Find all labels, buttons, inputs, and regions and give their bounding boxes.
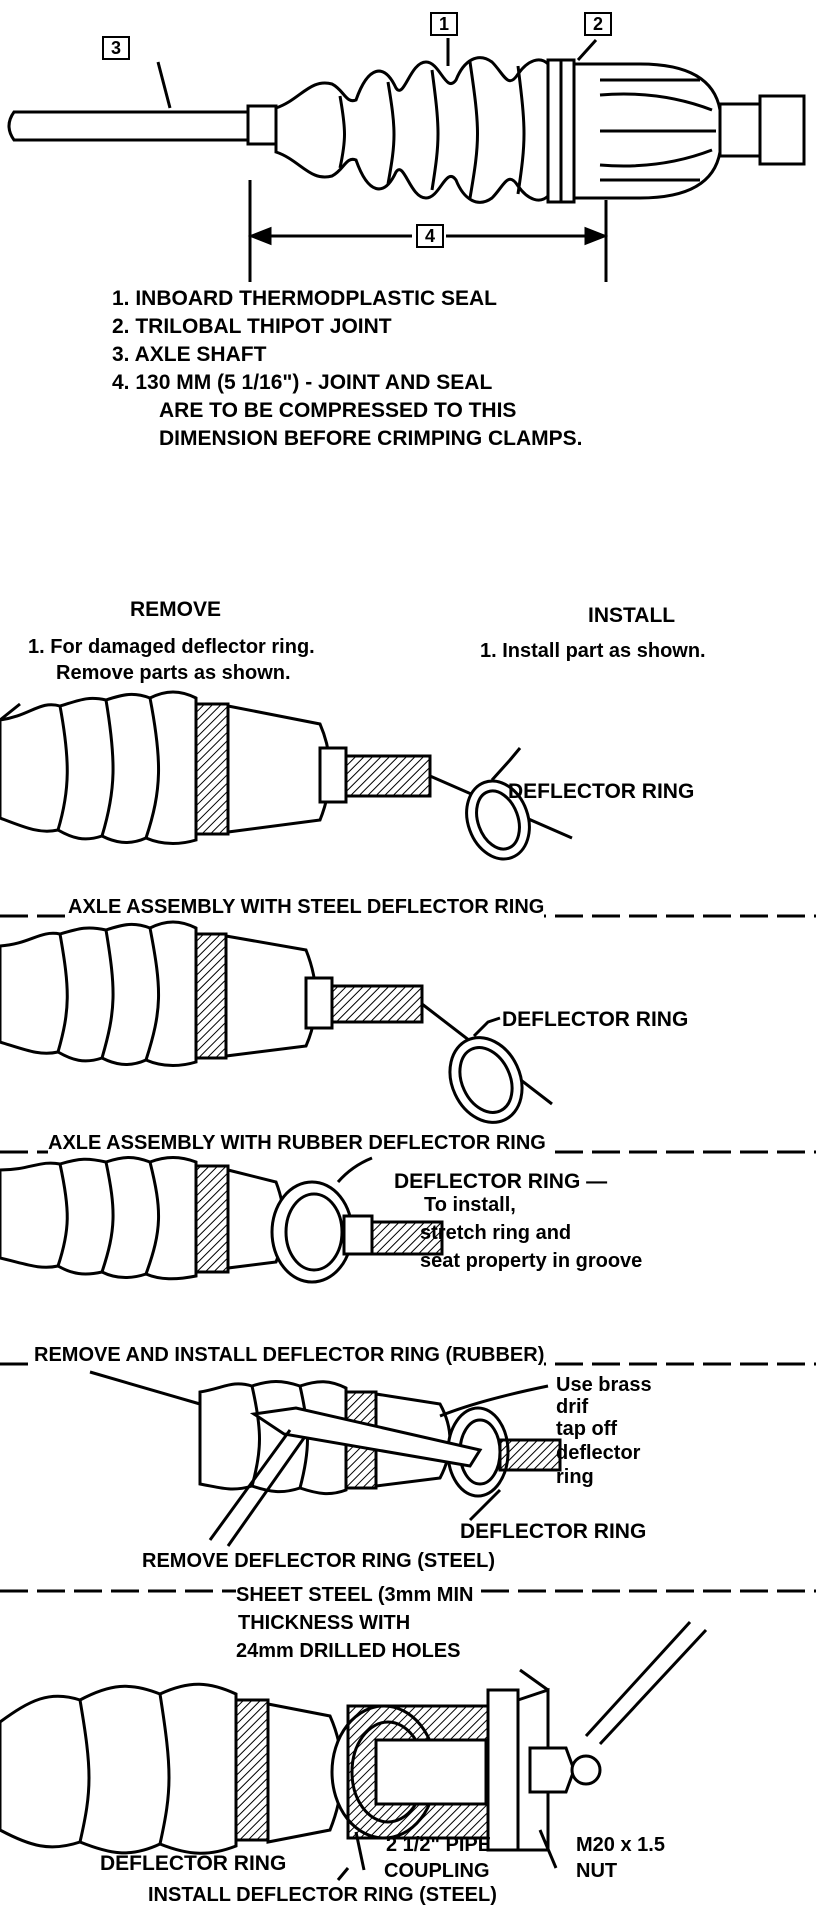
panel2-deflector-ring-label: DEFLECTOR RING bbox=[502, 1008, 689, 1031]
remove-heading: REMOVE bbox=[130, 598, 222, 621]
panel1-deflector-ring-label: DEFLECTOR RING bbox=[508, 780, 695, 803]
panel5-nut-label-line-1: M20 x 1.5 bbox=[576, 1834, 665, 1856]
top-axle-diagram bbox=[7, 38, 806, 282]
panel4-caption: REMOVE DEFLECTOR RING (STEEL) bbox=[142, 1550, 495, 1573]
panel-install-steel-illustration bbox=[0, 1620, 708, 1881]
panel5-nut-label-line-2: NUT bbox=[576, 1860, 618, 1882]
panel3-deflector-ring-label: DEFLECTOR RING — bbox=[394, 1170, 608, 1193]
panel3-caption: REMOVE AND INSTALL DEFLECTOR RING (RUBBE… bbox=[34, 1344, 545, 1367]
remove-step-line-2: Remove parts as shown. bbox=[56, 662, 291, 684]
install-heading: INSTALL bbox=[588, 604, 676, 627]
panel5-note-line-1: SHEET STEEL (3mm MIN bbox=[236, 1584, 474, 1606]
panel3-note-line-2: stretch ring and bbox=[420, 1222, 572, 1244]
legend-item-3: 3. AXLE SHAFT bbox=[112, 343, 267, 366]
install-step: 1. Install part as shown. bbox=[480, 640, 706, 662]
remove-step-line-1: 1. For damaged deflector ring. bbox=[28, 636, 315, 658]
panel3-note-line-1: To install, bbox=[424, 1194, 516, 1216]
panel5-note-line-2: THICKNESS WITH bbox=[238, 1612, 411, 1634]
panel-remove-install-rubber-illustration bbox=[0, 1156, 444, 1284]
panel4-note-line-1: Use brass bbox=[556, 1374, 652, 1396]
boot-clamp-small bbox=[246, 104, 278, 146]
panel4-note-line-5: ring bbox=[556, 1466, 594, 1488]
legend-item-4: 4. 130 MM (5 1/16") - JOINT AND SEAL bbox=[112, 371, 493, 394]
panel5-note-line-3: 24mm DRILLED HOLES bbox=[236, 1640, 461, 1662]
callout-1: 1 bbox=[430, 12, 458, 36]
parts-legend: 1. INBOARD THERMODPLASTIC SEAL 2. TRILOB… bbox=[112, 287, 583, 455]
inboard-seal-boot bbox=[274, 56, 550, 204]
panel4-note-line-4: deflector bbox=[556, 1442, 641, 1464]
m20-nut bbox=[528, 1746, 576, 1794]
panel5-pipe-label-line-2: COUPLING bbox=[384, 1860, 490, 1882]
callout-3: 3 bbox=[102, 36, 130, 60]
panel4-note-line-3: tap off bbox=[556, 1418, 618, 1440]
panel-remove-steel-illustration bbox=[89, 1370, 562, 1547]
brass-drift bbox=[249, 1406, 483, 1468]
panel4-note-line-2: drif bbox=[556, 1396, 589, 1418]
panel-steel-ring-illustration bbox=[0, 690, 573, 861]
callout-4: 4 bbox=[416, 224, 444, 248]
legend-item-4-cont-2: DIMENSION BEFORE CRIMPING CLAMPS. bbox=[159, 427, 583, 450]
panel5-caption: INSTALL DEFLECTOR RING (STEEL) bbox=[148, 1884, 497, 1906]
legend-item-2: 2. TRILOBAL THIPOT JOINT bbox=[112, 315, 392, 338]
panel5-pipe-label-line-1: 2 1/2" PIPE bbox=[386, 1834, 492, 1856]
sheet-steel-plate bbox=[486, 1688, 520, 1852]
panel4-deflector-ring-label: DEFLECTOR RING bbox=[460, 1520, 647, 1543]
panel1-caption: AXLE ASSEMBLY WITH STEEL DEFLECTOR RING bbox=[68, 896, 545, 919]
panel5-deflector-ring-label: DEFLECTOR RING bbox=[100, 1852, 287, 1875]
panel2-caption: AXLE ASSEMBLY WITH RUBBER DEFLECTOR RING bbox=[48, 1132, 546, 1155]
legend-item-1: 1. INBOARD THERMODPLASTIC SEAL bbox=[112, 287, 498, 310]
axle-shaft bbox=[7, 110, 252, 142]
panel-rubber-ring-illustration bbox=[0, 920, 553, 1124]
callout-2: 2 bbox=[584, 12, 612, 36]
stub-shaft bbox=[718, 102, 762, 158]
panel3-note-line-3: seat property in groove bbox=[420, 1250, 643, 1272]
legend-item-4-cont-1: ARE TO BE COMPRESSED TO THIS bbox=[159, 399, 517, 422]
